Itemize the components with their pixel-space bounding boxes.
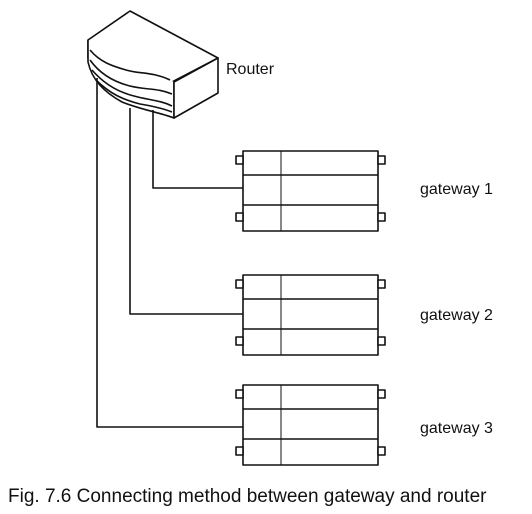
gateway-1-device xyxy=(235,150,386,232)
connection-line-gateway-3 xyxy=(96,78,243,428)
router-icon xyxy=(87,10,219,119)
gateway-3-label: gateway 3 xyxy=(420,420,493,437)
gateway-2-label: gateway 2 xyxy=(420,307,493,324)
connection-line-gateway-1 xyxy=(152,110,243,189)
connection-line-gateway-2 xyxy=(129,108,243,315)
figure-caption: Fig. 7.6 Connecting method between gatew… xyxy=(8,486,487,507)
router-label: Router xyxy=(226,61,275,78)
gateway-2-device xyxy=(235,274,386,356)
gateway-1-label: gateway 1 xyxy=(420,181,493,198)
gateway-3-device xyxy=(235,384,386,466)
